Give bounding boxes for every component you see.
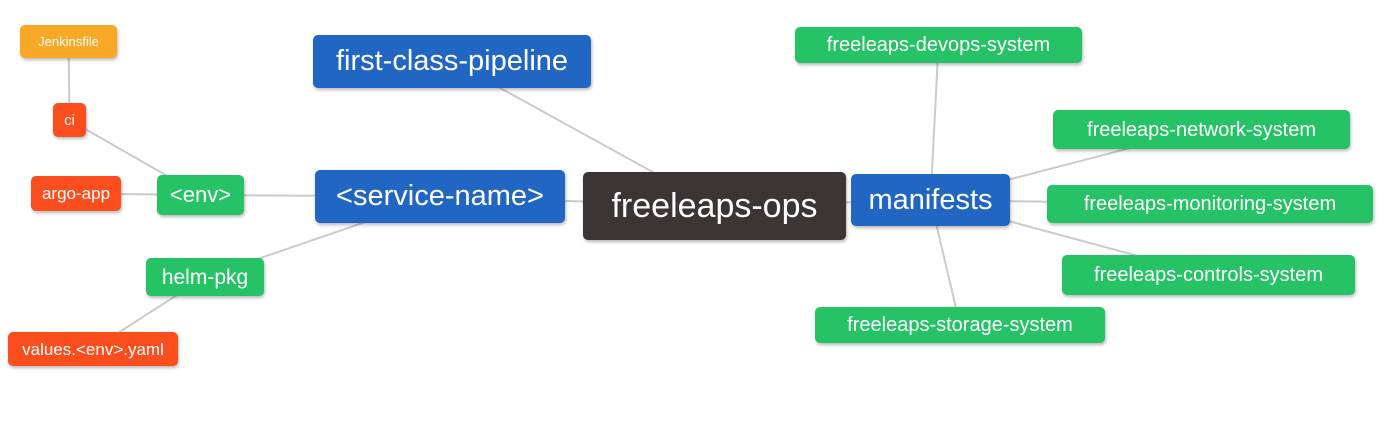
node-freeleaps-ops[interactable]: freeleaps-ops bbox=[583, 172, 846, 240]
node-label: Jenkinsfile bbox=[38, 34, 99, 49]
node-label: freeleaps-ops bbox=[611, 187, 818, 225]
node-freeleaps-controls-system[interactable]: freeleaps-controls-system bbox=[1062, 255, 1355, 295]
node-helm-pkg[interactable]: helm-pkg bbox=[146, 258, 264, 296]
node-argo-app[interactable]: argo-app bbox=[31, 176, 121, 211]
node-label: <service-name> bbox=[336, 180, 544, 212]
node-label: freeleaps-controls-system bbox=[1094, 264, 1323, 286]
node-jenkinsfile[interactable]: Jenkinsfile bbox=[20, 25, 117, 58]
node-label: freeleaps-network-system bbox=[1087, 118, 1316, 141]
node-label: values.<env>.yaml bbox=[22, 339, 164, 359]
node-label: helm-pkg bbox=[161, 265, 249, 289]
node-first-class-pipeline[interactable]: first-class-pipeline bbox=[313, 35, 591, 88]
node-label: argo-app bbox=[41, 184, 111, 203]
node-values-env-yaml[interactable]: values.<env>.yaml bbox=[8, 332, 178, 366]
node-manifests[interactable]: manifests bbox=[851, 174, 1010, 226]
node-label: freeleaps-monitoring-system bbox=[1083, 193, 1337, 215]
node-label: manifests bbox=[868, 183, 993, 216]
node-label: freeleaps-devops-system bbox=[826, 34, 1051, 56]
node-freeleaps-network-system[interactable]: freeleaps-network-system bbox=[1053, 110, 1350, 149]
node-service-name[interactable]: <service-name> bbox=[315, 170, 565, 223]
node-label: ci bbox=[64, 111, 75, 129]
node-label: first-class-pipeline bbox=[335, 45, 569, 77]
node-freeleaps-devops-system[interactable]: freeleaps-devops-system bbox=[795, 27, 1082, 63]
node-label: <env> bbox=[169, 182, 232, 207]
node-freeleaps-monitoring-system[interactable]: freeleaps-monitoring-system bbox=[1047, 185, 1373, 223]
node-ci[interactable]: ci bbox=[53, 103, 86, 137]
node-freeleaps-storage-system[interactable]: freeleaps-storage-system bbox=[815, 307, 1105, 343]
node-label: freeleaps-storage-system bbox=[847, 314, 1073, 336]
node-env[interactable]: <env> bbox=[157, 175, 244, 215]
